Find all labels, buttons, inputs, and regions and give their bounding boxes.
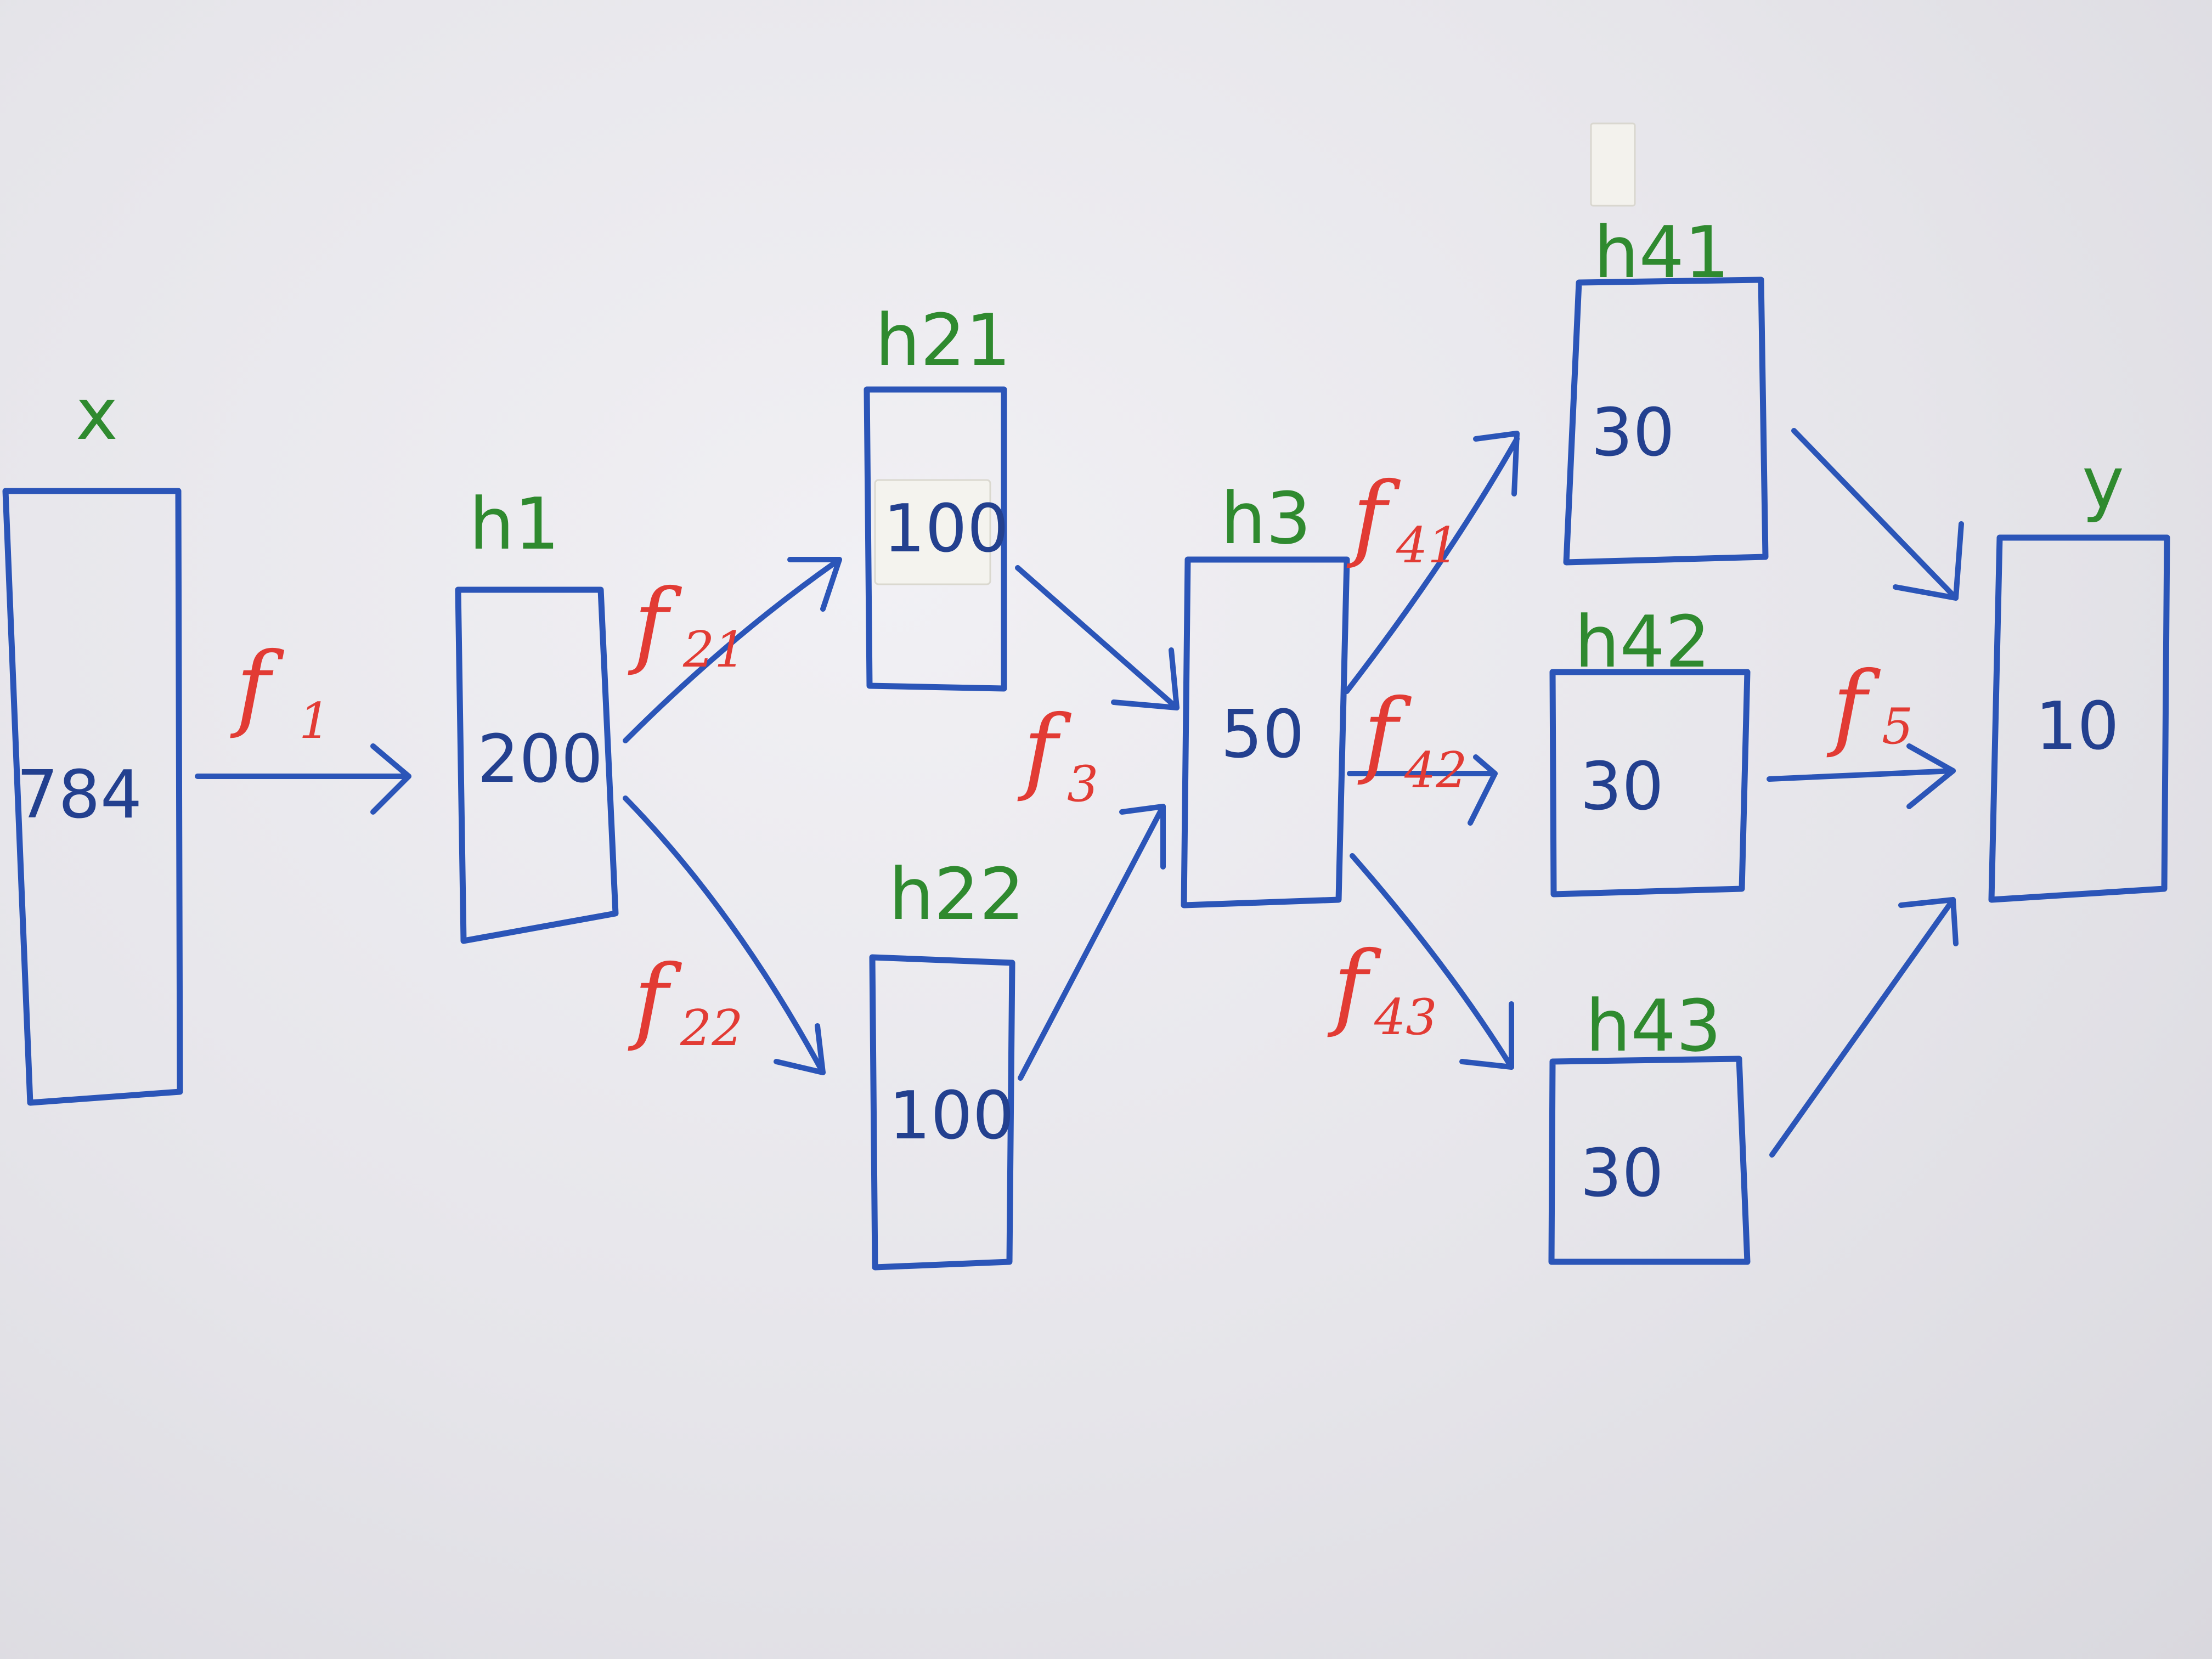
function-f5-sub: 5 xyxy=(1882,698,1913,755)
function-f21-sub: 21 xyxy=(682,621,746,679)
arrow-h3-h42 xyxy=(1347,754,1498,826)
tape-piece-h41 xyxy=(1590,122,1636,207)
node-size-h1: 200 xyxy=(477,721,603,798)
box-h22 xyxy=(869,954,1015,1271)
node-size-x: 784 xyxy=(16,757,142,833)
node-size-h42: 30 xyxy=(1580,749,1664,825)
arrow-h1-h21 xyxy=(623,557,842,743)
function-label-f21: f 21 xyxy=(628,569,746,679)
function-label-f43: f 43 xyxy=(1327,932,1437,1046)
function-label-f5: f 5 xyxy=(1826,652,1913,760)
function-f22-sub: 22 xyxy=(680,1000,743,1057)
arrow-h3-h41 xyxy=(1344,431,1520,694)
function-f3-main: f xyxy=(1017,696,1072,804)
arrow-h3-h43 xyxy=(1350,853,1514,1070)
box-h3 xyxy=(1181,556,1350,909)
node-label-h43: h43 xyxy=(1585,984,1722,1068)
arrow-h41-y xyxy=(1791,428,1964,601)
function-f41-main: f xyxy=(1346,462,1401,571)
function-f21-main: f xyxy=(628,569,682,678)
function-f3-sub: 3 xyxy=(1067,755,1098,813)
node-label-x: x xyxy=(76,373,118,456)
node-label-h42: h42 xyxy=(1575,600,1711,684)
box-x xyxy=(2,488,183,1106)
box-y xyxy=(1988,534,2170,903)
node-label-h1: h1 xyxy=(469,482,560,566)
node-size-h43: 30 xyxy=(1580,1136,1664,1212)
node-label-h21: h21 xyxy=(875,298,1011,382)
node-label-h3: h3 xyxy=(1221,477,1311,560)
box-h1 xyxy=(455,586,619,944)
arrow-h43-y xyxy=(1769,897,1959,1158)
node-label-h41: h41 xyxy=(1594,211,1730,294)
node-size-h21: 100 xyxy=(883,491,1009,567)
function-label-f1: f 1 xyxy=(230,633,330,750)
arrow-h22-h3 xyxy=(1018,804,1166,1081)
box-h21 xyxy=(864,386,1007,692)
arrow-h21-h3 xyxy=(1015,565,1180,710)
function-f42-sub: 42 xyxy=(1404,742,1468,799)
function-f41-sub: 41 xyxy=(1396,517,1459,574)
node-size-h41: 30 xyxy=(1591,395,1675,471)
function-f5-main: f xyxy=(1826,652,1881,760)
arrow-x-h1 xyxy=(195,743,411,815)
node-size-h22: 100 xyxy=(889,1078,1014,1154)
function-f1-main: f xyxy=(230,633,285,741)
node-label-y: y xyxy=(2082,441,2124,524)
function-f43-sub: 43 xyxy=(1374,989,1437,1046)
node-size-y: 10 xyxy=(2035,689,2119,765)
box-h43 xyxy=(1548,1056,1751,1265)
function-label-f41: f 41 xyxy=(1346,462,1459,574)
function-f22-main: f xyxy=(628,945,682,1054)
tape-piece-h21 xyxy=(874,479,991,585)
box-h41 xyxy=(1563,276,1769,566)
function-f1-sub: 1 xyxy=(299,692,330,750)
node-size-h3: 50 xyxy=(1221,697,1305,773)
function-f43-main: f xyxy=(1327,932,1382,1040)
function-label-f42: f 42 xyxy=(1357,679,1468,799)
function-label-f3: f 3 xyxy=(1017,696,1098,813)
arrow-h42-y xyxy=(1767,743,1956,809)
arrow-h1-h22 xyxy=(623,795,826,1075)
node-label-h22: h22 xyxy=(889,853,1025,936)
box-h42 xyxy=(1549,669,1751,898)
function-label-f22: f 22 xyxy=(628,945,743,1057)
